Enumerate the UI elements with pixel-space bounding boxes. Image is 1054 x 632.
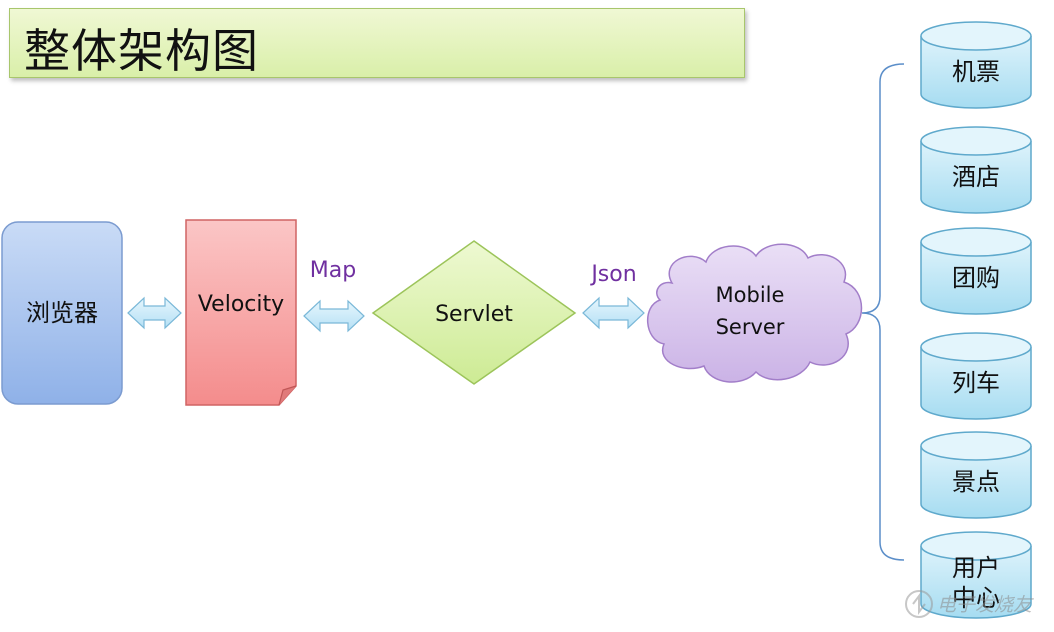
database-label: 机票: [952, 58, 1000, 86]
mobile-server-cloud: Mobile Server: [646, 243, 863, 383]
servlet-label: Servlet: [435, 302, 513, 327]
database-label: 中心: [952, 584, 1000, 612]
bidirectional-arrow-3: [582, 296, 645, 330]
database-label: 用户: [952, 554, 1000, 582]
edge-label-json: Json: [589, 262, 636, 287]
browser-label: 浏览器: [26, 299, 98, 327]
bidirectional-arrow-1: [127, 296, 182, 330]
database-cylinder: 机票: [920, 21, 1032, 109]
servlet-node: Servlet: [371, 240, 577, 385]
database-cylinder: 景点: [920, 431, 1032, 519]
page-title: 整体架构图: [24, 24, 259, 78]
edge-label-map: Map: [310, 258, 356, 283]
database-label: 酒店: [952, 163, 1000, 191]
mobile-server-label-line2: Server: [716, 315, 785, 339]
database-label: 团购: [952, 264, 1000, 292]
velocity-node: Velocity: [185, 219, 297, 406]
grouping-brace: [861, 63, 905, 561]
bidirectional-arrow-2: [303, 299, 365, 333]
title-banner: 整体架构图: [9, 8, 745, 78]
watermark: 电子发烧友: [905, 590, 1034, 618]
database-label: 列车: [952, 369, 1000, 397]
database-label: 景点: [952, 468, 1000, 496]
browser-node: 浏览器: [1, 221, 123, 405]
watermark-text: 电子发烧友: [937, 594, 1034, 616]
mobile-server-label-line1: Mobile: [716, 283, 785, 307]
database-cylinder: 列车: [920, 332, 1032, 420]
database-cylinder: 团购: [920, 227, 1032, 315]
velocity-label: Velocity: [198, 292, 284, 317]
database-cylinder: 酒店: [920, 126, 1032, 214]
